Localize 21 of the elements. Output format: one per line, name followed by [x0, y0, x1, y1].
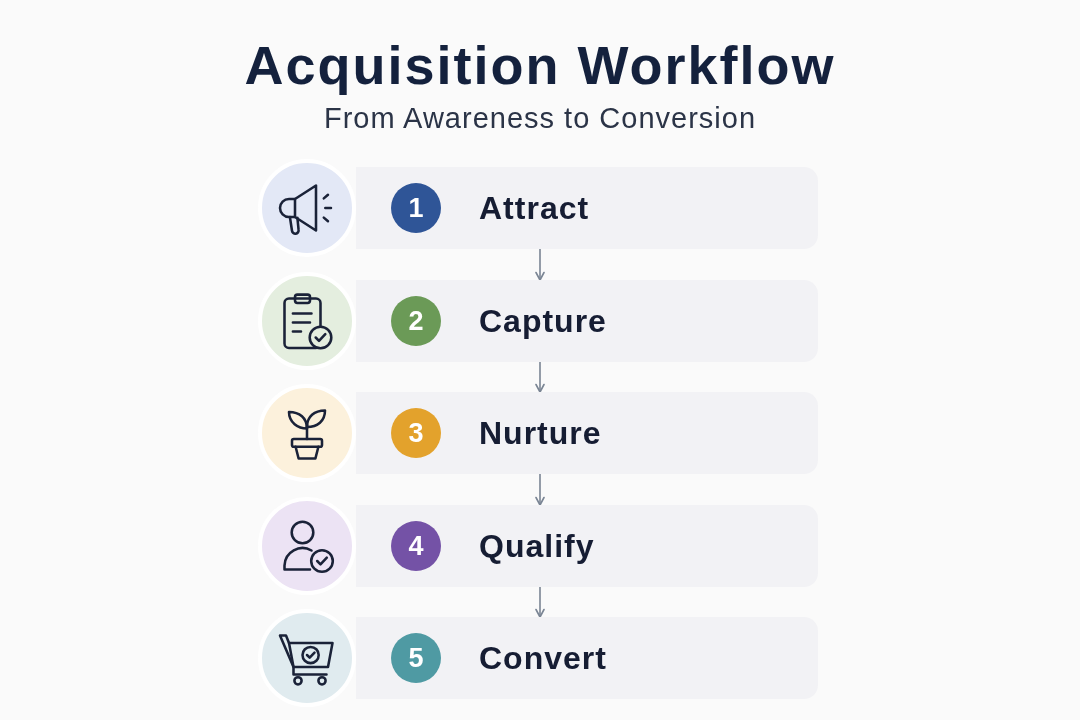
step-label: Capture	[479, 301, 607, 341]
subtitle: From Awareness to Conversion	[324, 101, 756, 136]
arrow	[535, 361, 545, 393]
step-label: Qualify	[479, 526, 595, 566]
step-number-circle: 3	[391, 408, 441, 458]
step-number-circle: 1	[391, 183, 441, 233]
step-label: Convert	[479, 638, 607, 678]
step-label: Attract	[479, 188, 590, 228]
arrow	[535, 248, 545, 281]
step-number-circle: 4	[391, 521, 441, 571]
step-number-circle: 5	[391, 633, 441, 683]
step-bar	[356, 505, 818, 587]
step-bar	[356, 167, 818, 249]
step-label: Nurture	[479, 413, 602, 453]
title: Acquisition Workflow	[244, 36, 836, 96]
step-bar	[356, 617, 818, 699]
step-bar	[356, 280, 818, 362]
arrow	[535, 586, 545, 618]
arrow	[535, 473, 545, 506]
step-number-circle: 2	[391, 296, 441, 346]
step-bar	[356, 392, 818, 474]
